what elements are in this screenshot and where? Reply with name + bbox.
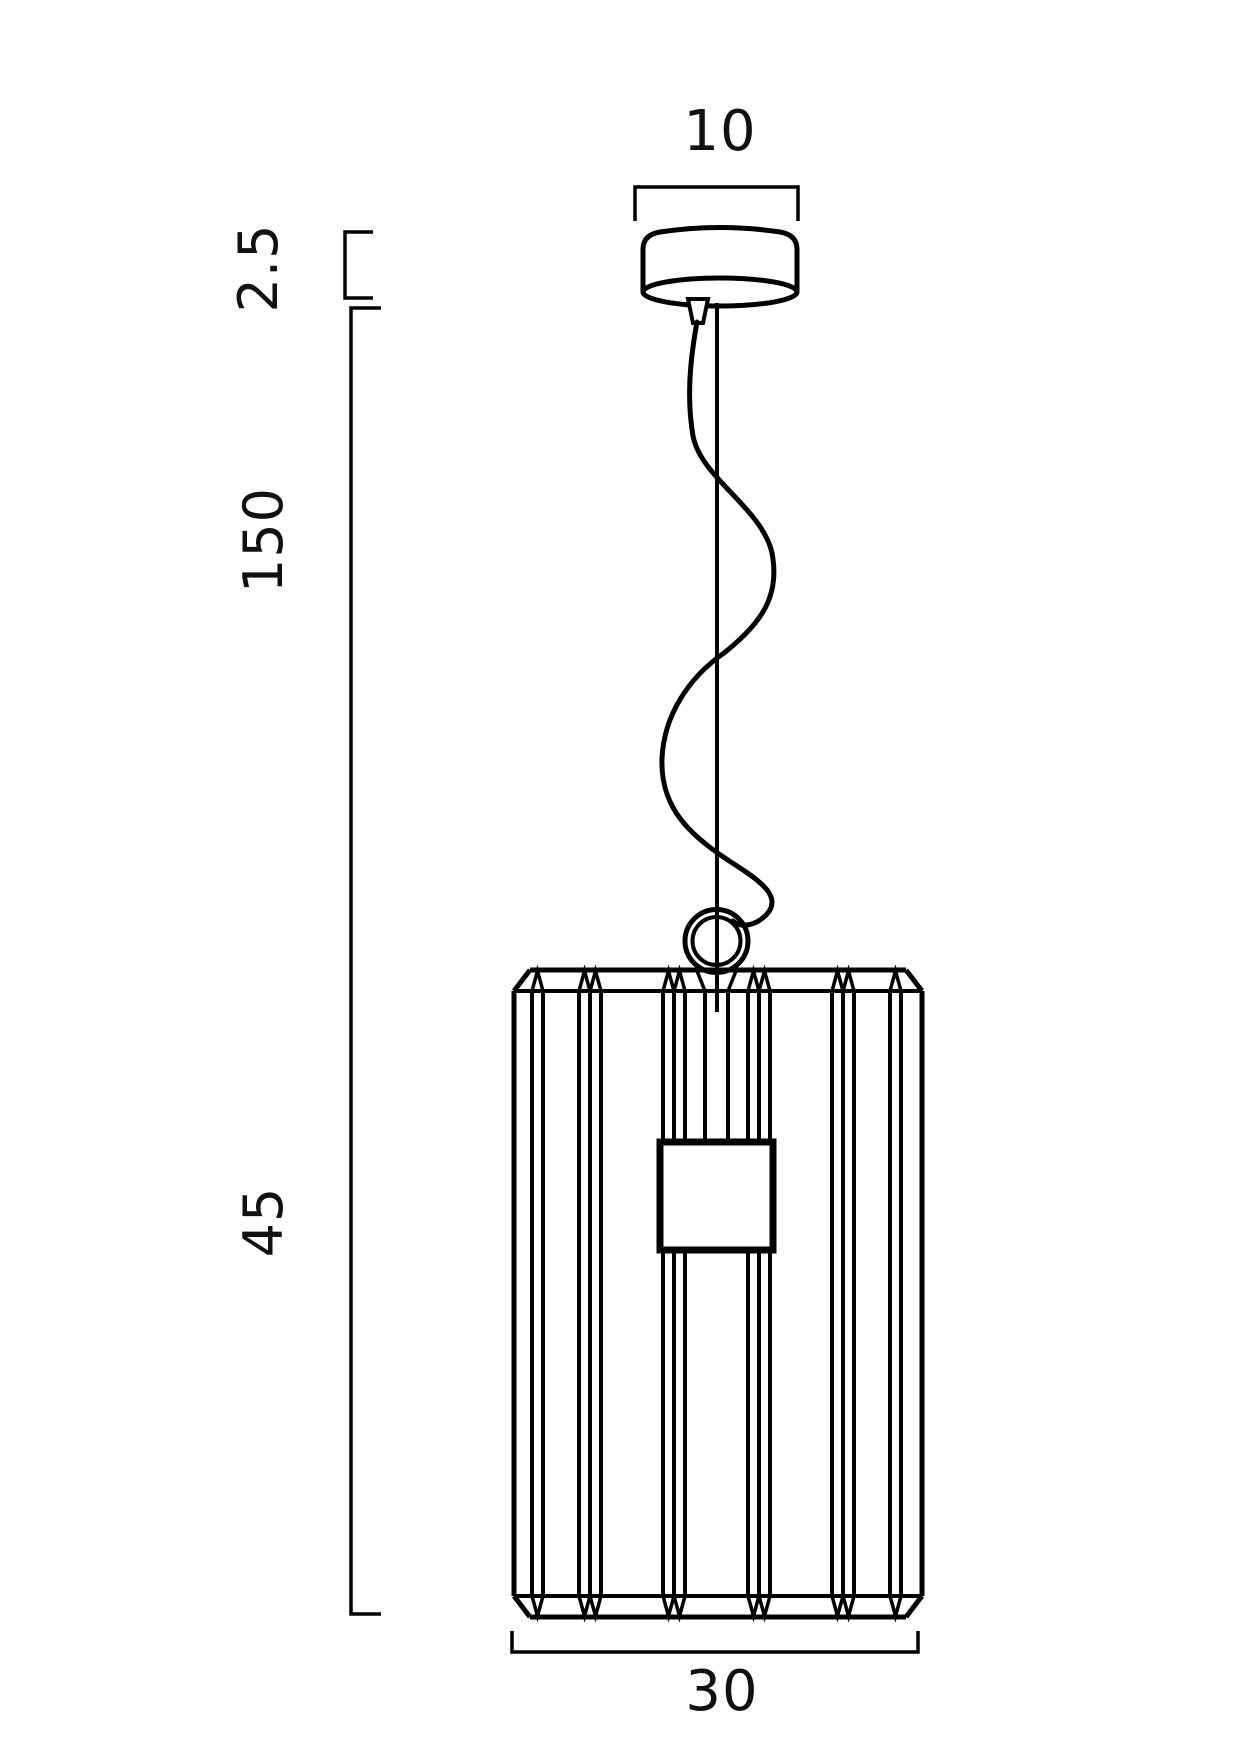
dimension-label-shade-height: 45 — [232, 1187, 295, 1258]
dimension-drop-length: 150 — [232, 306, 381, 1616]
dimension-shade-diameter: 30 — [510, 1631, 920, 1724]
dimension-canopy-width: 10 — [633, 99, 800, 221]
dimension-canopy-height: 2.5 — [227, 224, 373, 313]
dimension-label-drop-length: 150 — [232, 487, 295, 593]
dimension-label-shade-diameter: 30 — [685, 1659, 758, 1724]
dimension-line-left — [349, 306, 381, 1616]
dimension-label-canopy-height: 2.5 — [227, 224, 290, 313]
centre-rod — [703, 991, 730, 1142]
shade-silhouette — [511, 991, 925, 1596]
hanging-ring-inner — [690, 915, 743, 967]
canopy-bottom-edge — [640, 275, 800, 309]
shade — [511, 964, 925, 1623]
suspension — [659, 303, 777, 1012]
power-cable — [659, 319, 777, 928]
ceiling-canopy — [640, 225, 800, 325]
shade-bottom-rim — [512, 1594, 924, 1620]
dimension-bracket-canopy-height — [343, 230, 373, 300]
socket-box — [656, 1138, 777, 1254]
rib-top-bevels — [530, 964, 903, 992]
dimension-shade-height: 45 — [232, 1187, 295, 1258]
dimension-label-canopy-width: 10 — [683, 99, 756, 164]
dimension-bracket-canopy-width — [633, 185, 800, 221]
cord-grip — [685, 297, 711, 325]
rib-bottom-bevels — [530, 1595, 903, 1623]
canopy-body — [640, 225, 800, 292]
dimension-bracket-shade-diameter — [510, 1631, 920, 1654]
shade-ribs — [530, 991, 903, 1596]
